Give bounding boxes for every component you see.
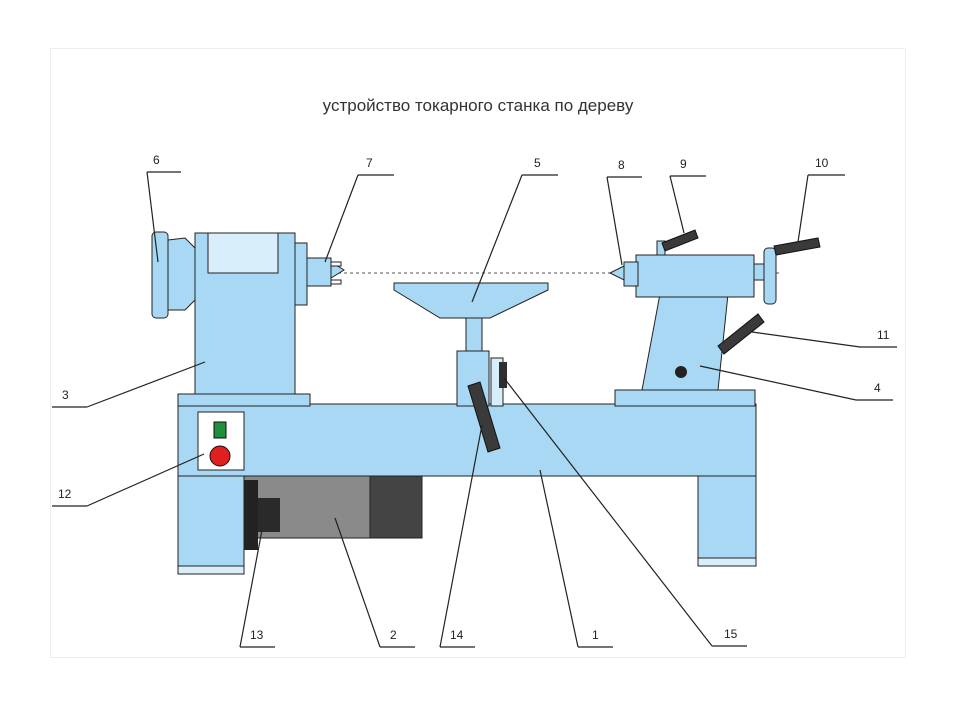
motor-end-cap — [369, 475, 423, 539]
leader-5 — [471, 174, 523, 303]
tailstock-base — [614, 389, 756, 407]
start-button — [213, 421, 227, 439]
tool-rest-post — [465, 317, 483, 353]
label-15: 15 — [724, 627, 738, 641]
left-leg-foot — [177, 565, 245, 575]
leader-14 — [439, 424, 483, 648]
label-4: 4 — [874, 381, 881, 395]
headstock-cover — [207, 232, 279, 274]
label-13: 13 — [250, 628, 264, 642]
headstock-flange — [294, 242, 308, 306]
label-2: 2 — [390, 628, 397, 642]
quill-lock-lever — [661, 229, 699, 252]
handwheel-crank — [773, 237, 821, 256]
live-center — [608, 265, 625, 281]
leader-11 — [751, 331, 861, 348]
drive-spur-prong-bottom — [330, 279, 342, 285]
pulley — [258, 498, 280, 532]
tailstock-quill — [623, 261, 639, 287]
leader-12 — [86, 453, 205, 507]
label-6: 6 — [153, 153, 160, 167]
leader-3 — [86, 361, 206, 408]
diagram-title: устройство токарного станка по дереву — [323, 96, 634, 115]
tool-rest-lock-handle — [499, 362, 507, 388]
label-7: 7 — [366, 156, 373, 170]
drive-spur — [306, 257, 332, 287]
label-12: 12 — [58, 487, 72, 501]
right-leg-foot — [697, 557, 757, 567]
leader-6 — [146, 171, 159, 263]
leader-9 — [669, 175, 685, 234]
drive-spur-prong-top — [330, 261, 342, 267]
headstock-base — [177, 393, 311, 407]
label-3: 3 — [62, 388, 69, 402]
leader-13 — [239, 529, 263, 648]
label-1: 1 — [592, 628, 599, 642]
label-5: 5 — [534, 156, 541, 170]
left-leg — [177, 475, 245, 573]
tool-rest — [393, 282, 549, 319]
tailstock-quill-housing — [635, 254, 755, 298]
face-plate-hub — [167, 237, 196, 311]
leader-1 — [539, 469, 579, 648]
right-leg — [697, 475, 757, 565]
tailstock-lock-lever — [717, 313, 765, 355]
leader-8 — [606, 176, 623, 266]
face-plate — [151, 231, 169, 319]
handwheel — [763, 247, 777, 305]
leader-15 — [503, 377, 713, 647]
diagram-frame — [50, 48, 906, 658]
leader-4 — [699, 365, 857, 401]
label-11: 11 — [877, 328, 890, 342]
handwheel-hub — [753, 263, 765, 281]
leader-lines — [52, 171, 897, 648]
label-9: 9 — [680, 157, 687, 171]
leader-10 — [797, 174, 809, 243]
leader-2 — [334, 517, 381, 648]
label-14: 14 — [450, 628, 464, 642]
leader-7 — [324, 174, 359, 263]
label-8: 8 — [618, 158, 625, 172]
lathe-bed — [177, 403, 757, 477]
stop-button — [209, 445, 231, 467]
pulley-belt — [244, 480, 258, 550]
tailstock-lock-knob — [675, 366, 687, 378]
label-10: 10 — [815, 156, 829, 170]
